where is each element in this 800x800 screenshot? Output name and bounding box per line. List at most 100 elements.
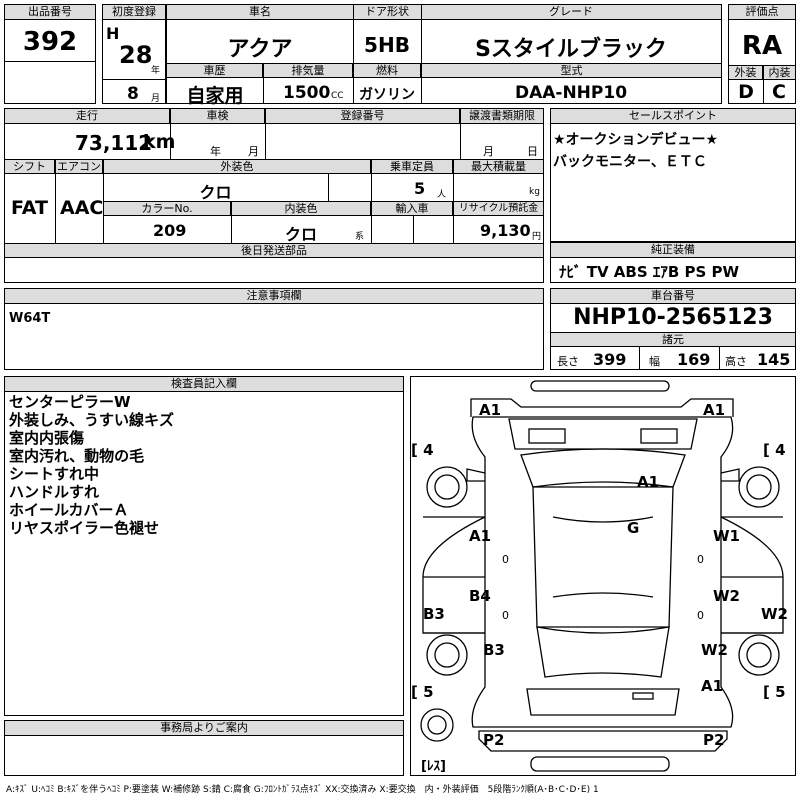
- shift-label: シフト: [5, 159, 55, 174]
- grade-label: グレード: [421, 5, 721, 20]
- history-label: 車歴: [167, 63, 263, 78]
- length: 399: [593, 350, 627, 369]
- model-label: 型式: [421, 63, 721, 78]
- inspector-label: 検査員記入欄: [5, 377, 403, 392]
- zero-mark: 0: [697, 553, 704, 566]
- lot-number: 392: [22, 27, 78, 57]
- int-color: クロ: [285, 225, 318, 244]
- transfer-label: 譲渡書類期限: [460, 109, 543, 124]
- mark-b4-left-rear-door: B4: [469, 587, 491, 605]
- inspector-line: 室内内張傷: [9, 429, 85, 447]
- int-color-label: 内装色: [231, 201, 371, 216]
- ext-color-label: 外装色: [103, 159, 371, 174]
- mileage-label: 走行: [5, 109, 170, 124]
- reg-month: 8: [127, 84, 139, 104]
- mark-w1-right-door: W1: [713, 527, 740, 545]
- zero-mark: 0: [502, 553, 509, 566]
- equipment-label: 純正装備: [551, 243, 795, 258]
- insp-month-unit: 月: [248, 145, 259, 158]
- mark-a1-left-door: A1: [469, 527, 492, 545]
- car-name-label: 車名: [167, 5, 353, 20]
- caution-box: 注意事項欄 W64T: [4, 288, 544, 370]
- inspector-line: リヤスポイラー色褪せ: [9, 519, 160, 537]
- caution-text: W64T: [9, 311, 51, 326]
- tire-spare: [ﾚｽ]: [421, 759, 446, 774]
- height: 145: [757, 350, 791, 369]
- max-load-label: 最大積載量: [453, 159, 543, 174]
- spec-label: 諸元: [551, 332, 795, 347]
- door-type: 5HB: [364, 33, 410, 57]
- color-no: 209: [153, 221, 187, 240]
- mark-b3-left-sill: B3: [423, 605, 445, 623]
- equipment-items: ﾅﾋﾞ TV ABS ｴｱB PS PW: [559, 263, 740, 281]
- chassis-box: 車台番号 NHP10-2565123 諸元 長さ 399 幅 169 高さ 14…: [550, 288, 796, 370]
- mark-a1-roof: A1: [637, 473, 660, 491]
- inspection-label: 車検: [170, 109, 265, 124]
- capacity-label: 乗車定員: [371, 159, 453, 174]
- inspector-box: 検査員記入欄 センターピラーW 外装しみ、うすい線キズ 室内内張傷 室内汚れ、動…: [4, 376, 404, 716]
- inspector-line: センターピラーW: [9, 393, 131, 411]
- mileage: 73,112: [75, 131, 153, 155]
- ext-grade-label: 外装: [729, 65, 763, 80]
- lot-label: 出品番号: [5, 5, 95, 20]
- tire-fr: [ 4: [763, 441, 786, 459]
- score: RA: [741, 31, 783, 61]
- displacement-label: 排気量: [263, 63, 353, 78]
- mark-w2-right-rear-door: W2: [713, 587, 740, 605]
- transfer-day-unit: 日: [527, 145, 538, 158]
- inspector-line: 室内汚れ、動物の毛: [9, 447, 145, 465]
- ac-label: エアコン: [55, 159, 103, 174]
- chassis-label: 車台番号: [551, 289, 795, 304]
- mileage-unit: km: [143, 131, 176, 153]
- grade: Sスタイルブラック: [475, 37, 667, 62]
- later-parts-label: 後日発送部品: [5, 243, 543, 258]
- inspector-line: 外装しみ、うすい線キズ: [9, 411, 175, 429]
- mark-a1-front-left: A1: [479, 401, 502, 419]
- width-label: 幅: [649, 355, 660, 368]
- shift: FAT: [11, 197, 48, 219]
- office-label: 事務局よりご案内: [5, 721, 403, 736]
- insp-year-unit: 年: [210, 145, 221, 158]
- sales-line-1: ★オークションデビュー★: [553, 132, 719, 148]
- capacity-unit: 人: [437, 190, 447, 200]
- color-no-label: カラーNo.: [103, 201, 231, 216]
- door-label: ドア形状: [353, 5, 421, 20]
- mark-w2-right-sill: W2: [761, 605, 788, 623]
- mark-b3-left-rear: B3: [483, 641, 505, 659]
- tire-rl: [ 5: [411, 683, 434, 701]
- reg-no-label: 登録番号: [265, 109, 460, 124]
- first-reg-label: 初度登録: [103, 5, 165, 20]
- mark-a1-front-right: A1: [703, 401, 726, 419]
- model: DAA-NHP10: [514, 83, 628, 103]
- sales-line-2: バックモニター、ＥＴＣ: [553, 154, 707, 170]
- int-grade: C: [772, 81, 786, 103]
- details-box: 走行 車検 登録番号 譲渡書類期限 73,112 km 年 月 月 日 シフト …: [4, 108, 544, 283]
- ac: AAC: [60, 197, 104, 219]
- lot-box: 出品番号 392: [4, 4, 96, 104]
- zero-mark: 0: [502, 609, 509, 622]
- ext-color: クロ: [199, 183, 232, 202]
- length-label: 長さ: [557, 355, 579, 368]
- tire-fl: [ 4: [411, 441, 434, 459]
- inspector-line: シートすれ中: [9, 465, 100, 483]
- displacement-unit: CC: [331, 91, 344, 101]
- zero-mark: 0: [697, 609, 704, 622]
- recycle-label: リサイクル預託金: [453, 201, 543, 216]
- max-load-unit: kg: [529, 187, 540, 197]
- height-label: 高さ: [725, 355, 747, 368]
- mark-p2-rear-left: P2: [483, 731, 505, 749]
- recycle-unit: 円: [532, 232, 542, 242]
- int-color-unit: 系: [355, 232, 365, 242]
- import-label: 輸入車: [371, 201, 453, 216]
- equipment-box: 純正装備 ﾅﾋﾞ TV ABS ｴｱB PS PW: [550, 242, 796, 283]
- inspector-line: ハンドルすれ: [9, 483, 100, 501]
- car-outline: [420, 380, 784, 772]
- legend-footer: A:ｷｽﾞ U:ﾍｺﾐ B:ｷｽﾞを伴うﾍｺﾐ P:要塗装 W:補修跡 S:錆 …: [6, 785, 599, 795]
- month-unit: 月: [151, 94, 161, 104]
- era: H: [106, 24, 120, 43]
- history: 自家用: [186, 85, 244, 107]
- mark-a1-rear: A1: [701, 677, 724, 695]
- displacement: 1500: [283, 83, 331, 103]
- car-diagram: A1 A1 [ 4 [ 4 A1 G A1 W1 0 0 B4 W2 0 0 B…: [410, 376, 796, 776]
- chassis-number: NHP10-2565123: [573, 305, 773, 330]
